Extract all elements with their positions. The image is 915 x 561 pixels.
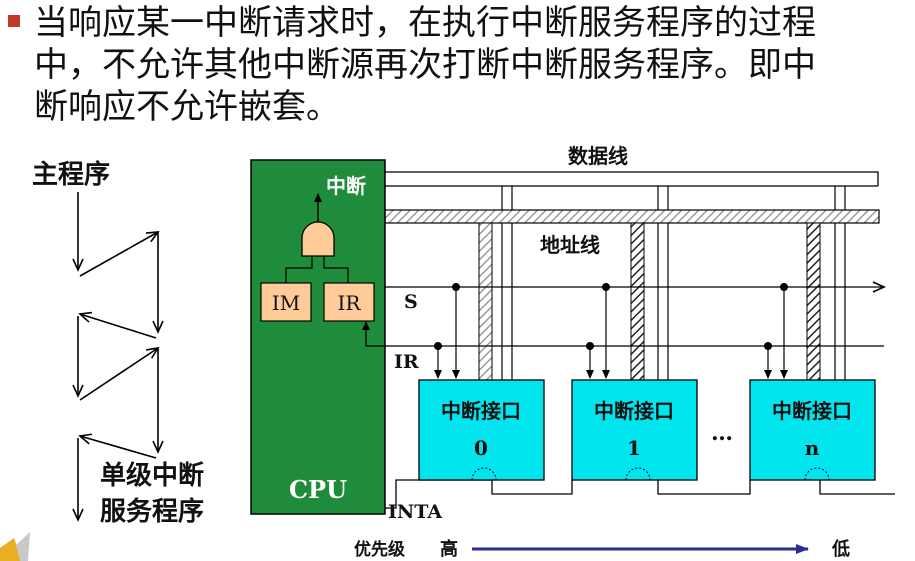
ir-register-label: IR (338, 291, 362, 315)
im-register (260, 282, 312, 322)
corner-logo-icon (0, 532, 30, 561)
interface-number-1: 1 (627, 436, 641, 460)
address-bus-label: 地址线 (540, 233, 600, 257)
interface-1: 中断接口 1 (571, 379, 698, 481)
s-label: S (404, 291, 418, 313)
inta-label: INTA (388, 501, 442, 523)
address-drop-0 (478, 222, 493, 381)
priority-high: 高 (440, 538, 458, 560)
inta-loop-1 (625, 467, 651, 481)
interface-box-1 (571, 379, 698, 481)
data-bus-label: 数据线 (568, 144, 628, 168)
interrupt-output-label: 中断 (326, 174, 366, 198)
service-program-label-1: 单级中断 (100, 460, 204, 491)
bullet-line-3: 断响应不允许嵌套。 (34, 87, 340, 127)
ir-feedback-arrow (362, 321, 384, 347)
bullet-paragraph: 当响应某一中断请求时，在执行中断服务程序的过程 中，不允许其他中断源再次打断中断… (8, 2, 908, 128)
im-register-label: IM (272, 291, 300, 315)
interface-number-0: 0 (474, 436, 488, 460)
interface-title-n: 中断接口 (772, 399, 852, 423)
main-program-label: 主程序 (32, 159, 110, 190)
priority-low: 低 (831, 538, 850, 560)
data-bus (385, 171, 879, 187)
address-bus (384, 209, 880, 224)
signal-taps (434, 287, 788, 379)
service-program-label-2: 服务程序 (100, 496, 204, 527)
interface-title-0: 中断接口 (441, 399, 521, 423)
bullet-text-1: 当响应某一中断请求时，在执行中断服务程序的过程 (34, 3, 816, 43)
interface-box-0 (418, 379, 545, 481)
inta-loop-n (804, 467, 830, 481)
cpu-label: CPU (289, 475, 347, 504)
priority-label: 优先级 (354, 539, 405, 560)
ir-signal-label: IR (394, 351, 419, 373)
program-flow-arrows (72, 192, 164, 522)
bullet-line-1: 当响应某一中断请求时，在执行中断服务程序的过程 (8, 2, 908, 44)
interface-0: 中断接口 0 (418, 379, 545, 481)
bullet-line-2: 中，不允许其他中断源再次打断中断服务程序。即中 (34, 45, 816, 85)
interface-n: 中断接口 n (749, 379, 876, 481)
interface-number-n: n (805, 436, 820, 460)
inta-loop-0 (471, 467, 497, 481)
ir-register (323, 282, 375, 322)
gate-inputs (285, 256, 349, 283)
junction-dots (434, 283, 788, 350)
interface-ellipsis: … (711, 420, 733, 446)
interface-title-1: 中断接口 (594, 399, 674, 423)
interface-box-n (749, 379, 876, 481)
address-drop-1 (630, 222, 645, 381)
inta-chain (385, 479, 895, 509)
and-gate (301, 221, 335, 257)
bullet-square-icon (8, 14, 20, 27)
address-drop-n (806, 222, 821, 381)
